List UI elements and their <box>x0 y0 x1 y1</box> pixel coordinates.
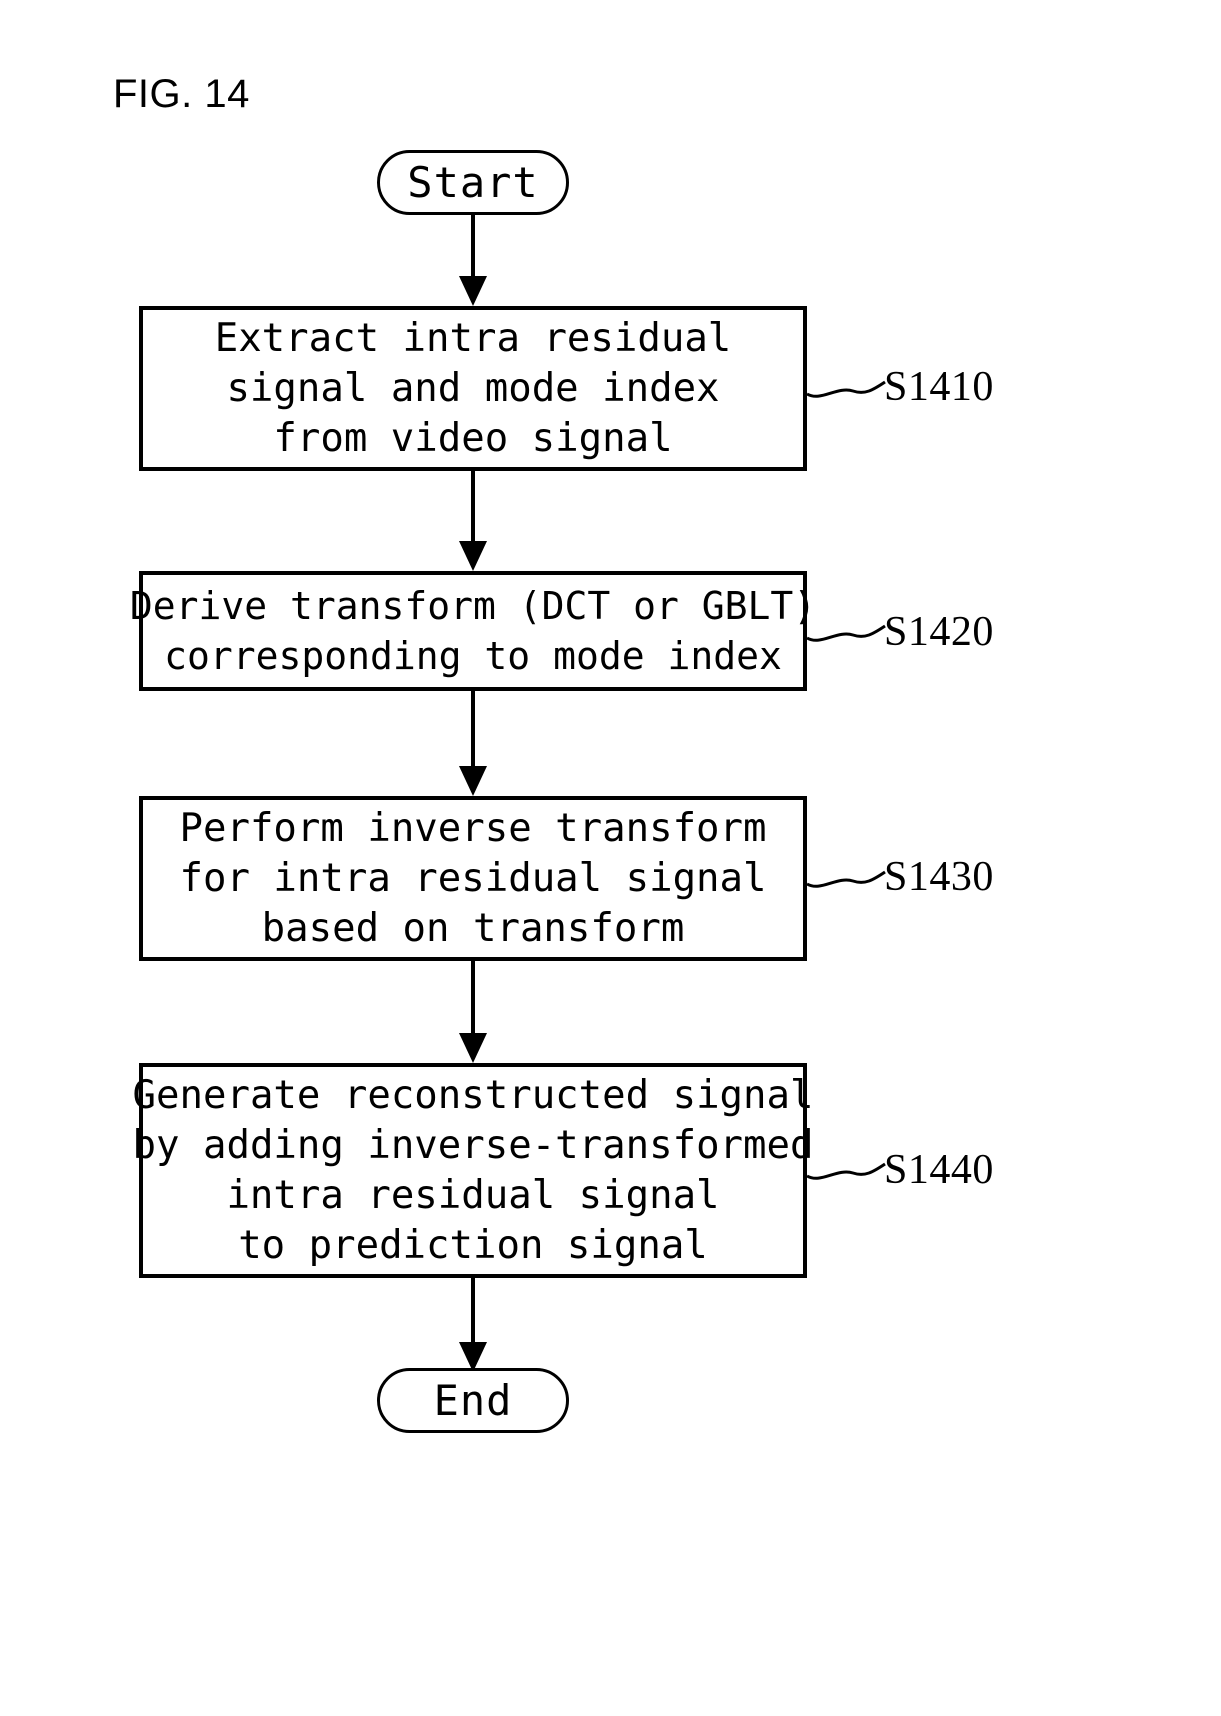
process-line: by adding inverse-transformed <box>132 1122 814 1168</box>
end-terminal-label: End <box>433 1376 513 1425</box>
process-line: Generate reconstructed signal <box>132 1072 814 1118</box>
process-line: Derive transform (DCT or GBLT) <box>129 584 817 628</box>
arrowhead-icon <box>459 766 487 796</box>
arrowhead-icon <box>459 1033 487 1063</box>
start-terminal: Start <box>377 150 569 215</box>
connector-shaft <box>471 1278 475 1343</box>
step-reference-s1420: S1420 <box>884 609 994 655</box>
process-box-s1440: Generate reconstructed signal by adding … <box>133 1063 813 1278</box>
process-line: based on transform <box>261 905 685 951</box>
connector-shaft <box>471 471 475 542</box>
arrowhead-icon <box>459 276 487 306</box>
process-box-s1430: Perform inverse transform for intra resi… <box>139 796 807 961</box>
start-terminal-label: Start <box>407 158 539 207</box>
end-terminal: End <box>377 1368 569 1433</box>
connector-shaft <box>471 961 475 1034</box>
process-box-s1410: Extract intra residual signal and mode i… <box>139 306 807 471</box>
process-line: corresponding to mode index <box>164 634 782 678</box>
leader-line-s1430 <box>806 858 887 890</box>
arrowhead-icon <box>459 1342 487 1372</box>
process-line: Extract intra residual <box>214 315 732 361</box>
process-line: for intra residual signal <box>179 855 767 901</box>
step-reference-s1410: S1410 <box>884 364 994 410</box>
connector-shaft <box>471 691 475 767</box>
leader-line-s1420 <box>806 612 887 644</box>
process-line: intra residual signal <box>226 1172 720 1218</box>
leader-line-s1440 <box>806 1150 887 1182</box>
leader-line-s1410 <box>806 368 887 400</box>
arrowhead-icon <box>459 541 487 571</box>
process-line: to prediction signal <box>238 1222 708 1268</box>
step-reference-s1440: S1440 <box>884 1147 994 1193</box>
figure-title: FIG. 14 <box>113 72 250 116</box>
process-box-s1420: Derive transform (DCT or GBLT) correspon… <box>130 571 816 691</box>
process-line: signal and mode index <box>226 365 720 411</box>
process-line: Perform inverse transform <box>179 805 767 851</box>
process-line: from video signal <box>273 415 673 461</box>
connector-shaft <box>471 215 475 277</box>
step-reference-s1430: S1430 <box>884 854 994 900</box>
